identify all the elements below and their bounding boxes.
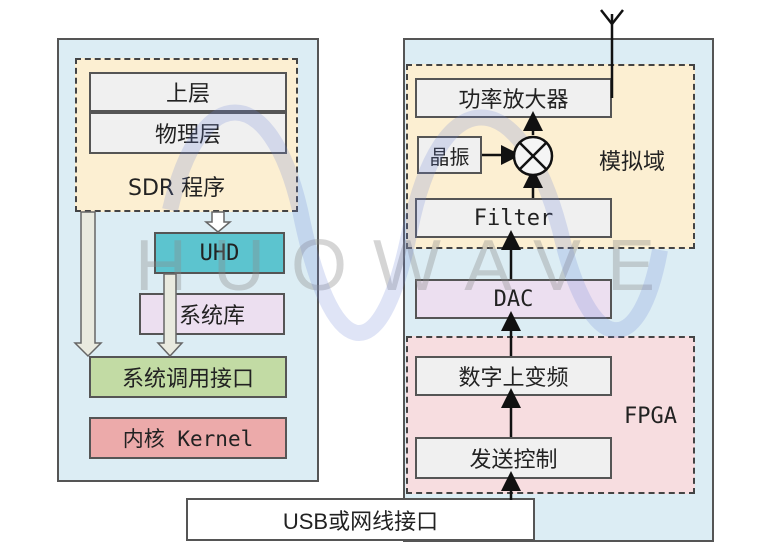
kernel-box: 内核 Kernel (89, 417, 287, 459)
fpga-label: FPGA (624, 404, 677, 429)
usb-ethernet-interface: USB或网线接口 (186, 498, 535, 541)
mixer-icon (512, 135, 554, 177)
system-library-label: 系统库 (178, 304, 245, 329)
power-amplifier-box: 功率放大器 (415, 78, 612, 118)
watermark-text: HUOWAVE (135, 226, 682, 306)
upper-layer-label: 上层 (165, 82, 210, 107)
upper-layer-box: 上层 (89, 72, 287, 112)
sdr-to-syscall-hollow-arrow-icon (73, 211, 103, 358)
syscall-interface-label: 系统调用接口 (121, 367, 254, 392)
watermark-wave-icon (162, 104, 668, 341)
uhd-label: UHD (199, 240, 240, 266)
physical-layer-label: 物理层 (154, 123, 221, 148)
crystal-oscillator-label: 晶振 (429, 144, 470, 169)
kernel-label: 内核 Kernel (122, 427, 254, 451)
dac-label: DAC (493, 286, 534, 312)
analog-domain-label: 模拟域 (599, 150, 666, 175)
crystal-oscillator-box: 晶振 (417, 136, 482, 174)
digital-upconversion-label: 数字上变频 (458, 366, 569, 391)
power-amplifier-label: 功率放大器 (458, 88, 569, 113)
sdr-to-uhd-hollow-arrow-icon (203, 211, 233, 233)
filter-label: Filter (473, 205, 554, 231)
physical-layer-box: 物理层 (89, 112, 287, 154)
sdr-program-label: SDR 程序 (128, 176, 226, 201)
antenna-icon (600, 9, 624, 98)
usb-ethernet-interface-label: USB或网线接口 (282, 508, 439, 534)
transmit-control-label: 发送控制 (469, 448, 558, 473)
syscall-interface-box: 系统调用接口 (89, 356, 287, 398)
uhd-to-syscall-hollow-arrow-icon (156, 273, 184, 358)
uhd-box: UHD (154, 232, 285, 274)
